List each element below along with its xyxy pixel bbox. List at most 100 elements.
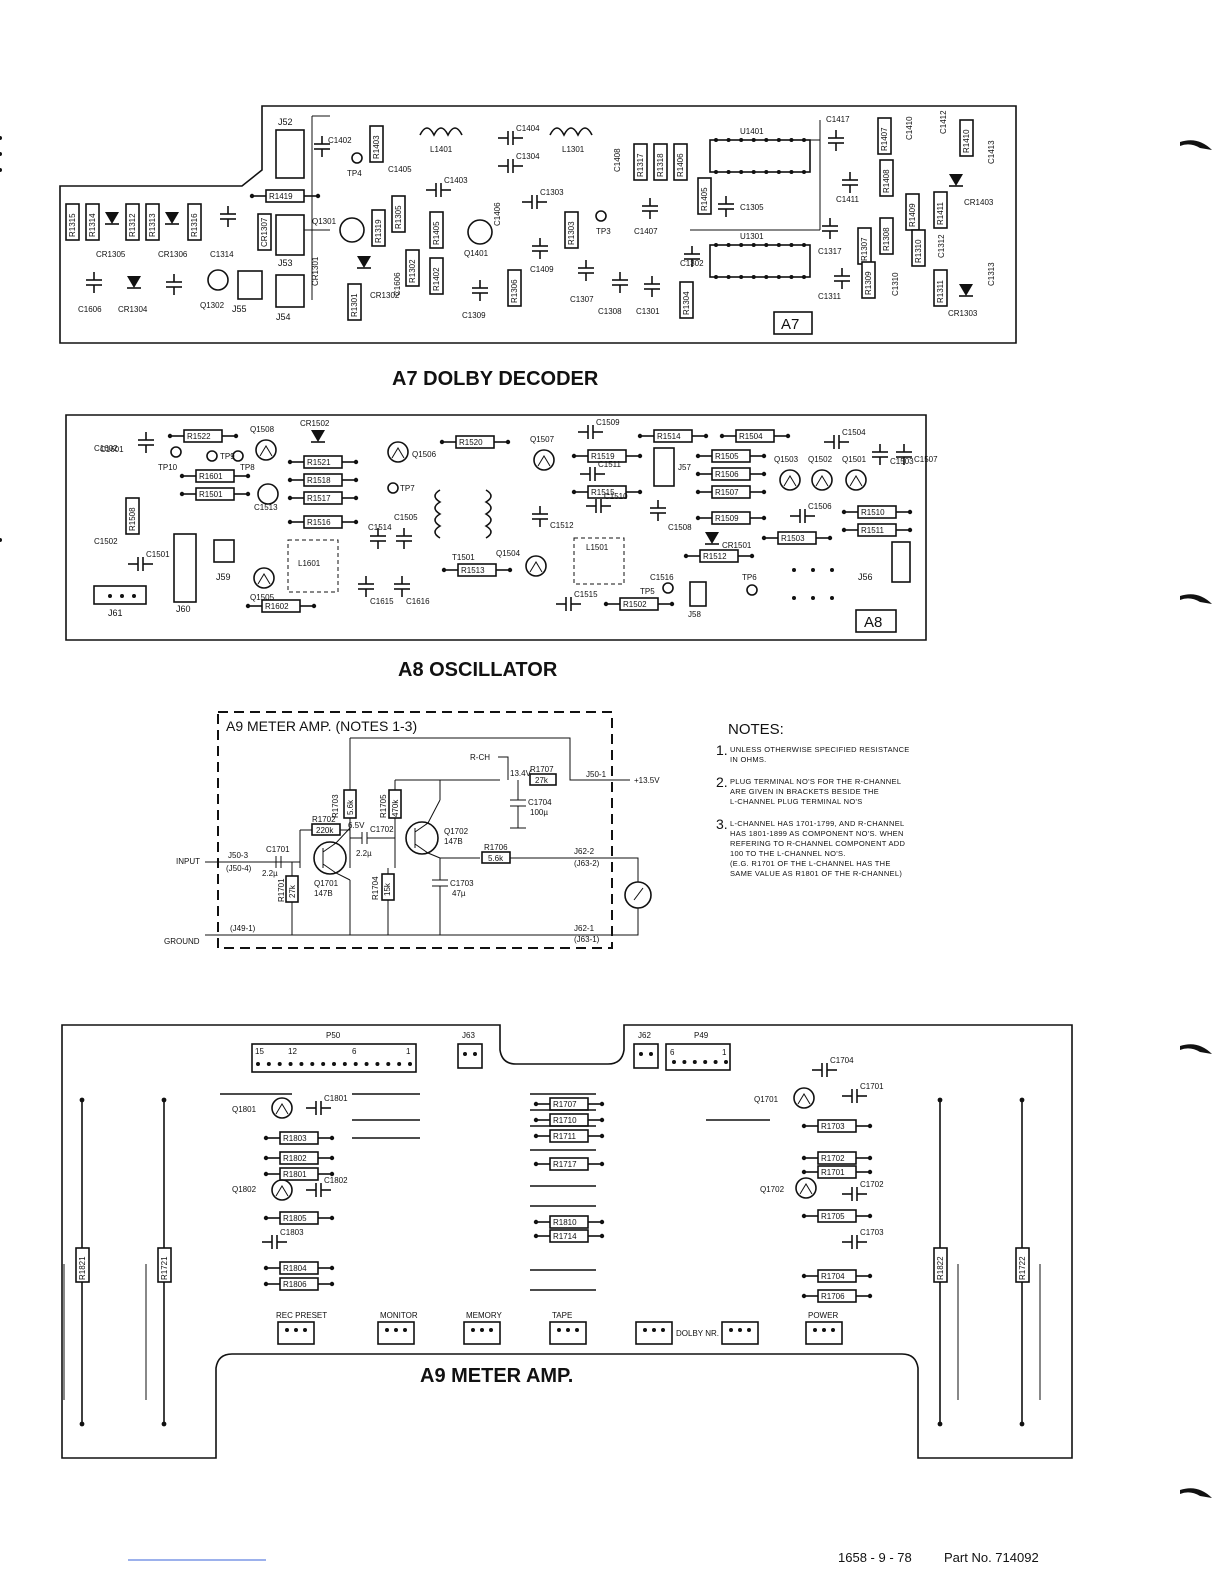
a8-c1511-label: C1511 (598, 460, 622, 469)
a7-c1410-label: C1410 (905, 116, 914, 140)
j58-connector (689, 581, 707, 607)
a8-r1511-resistor (857, 523, 897, 537)
a8-r1522-resistor (183, 429, 223, 443)
c1701-label: C1701 (266, 845, 290, 854)
a8-cr1502-diode (311, 430, 325, 442)
switch-tape[interactable] (549, 1321, 587, 1345)
note-line: HAS 1801-1899 AS COMPONENT NO'S. WHEN (730, 829, 904, 838)
a9-parts-group: R1803R1802R1801R1805R1804R1806Q1801Q1802… (63, 1052, 1041, 1427)
a9-right-r1701-resistor (817, 1165, 857, 1179)
a7-r1311-resistor (933, 269, 948, 307)
a7-r1406-label: R1406 (676, 153, 685, 177)
pot-r1822[interactable] (933, 1247, 948, 1283)
a7-r1309-label: R1309 (864, 271, 873, 295)
a9-q1802-label: Q1802 (232, 1185, 257, 1194)
r1707-label: R1707 (530, 765, 554, 774)
a9-c1802-label: C1802 (324, 1176, 348, 1185)
a8-r1510-resistor (857, 505, 897, 519)
j54-connector (275, 274, 305, 308)
a7-c1317-label: C1317 (818, 247, 842, 256)
q1301-label: Q1301 (312, 217, 337, 226)
a7-r1304-resistor (679, 281, 694, 319)
switch-power[interactable] (805, 1321, 843, 1345)
a7-cr1307-v-resistor (257, 213, 272, 251)
a7-r1303-label: R1303 (567, 221, 576, 245)
a8-q1503-transistor (779, 469, 801, 491)
a8-c1505-label: C1505 (394, 513, 418, 522)
a8-r1509-resistor (711, 511, 751, 525)
a8-r1601-resistor (195, 469, 235, 483)
a7-r1312-resistor (125, 203, 140, 241)
r1707-resistor (529, 773, 557, 786)
a8-q1507-transistor (533, 449, 555, 471)
a7-r1408-resistor (879, 159, 894, 197)
l1301-inductor (549, 127, 593, 137)
q1401-transistor (467, 219, 493, 245)
c1702-label: C1702 (370, 825, 394, 834)
a8-r1507-resistor (711, 485, 751, 499)
a8-q1507-label: Q1507 (530, 435, 555, 444)
note-line: PLUG TERMINAL NO'S FOR THE R-CHANNEL (730, 777, 901, 786)
switch-dolby-nr[interactable] (635, 1321, 673, 1345)
q1401-label: Q1401 (464, 249, 489, 258)
j50-1-label: J50-1 (586, 770, 607, 779)
r1703-value: 5.6k (346, 799, 355, 815)
a7-r1405-resistor (429, 211, 444, 249)
u1401-label: U1401 (740, 127, 764, 136)
j50-4-label: (J50-4) (226, 864, 252, 873)
j53-connector (275, 214, 305, 256)
a8-q1505-transistor (253, 567, 275, 589)
margin-mark (1180, 594, 1212, 604)
a9-schematic: A9 METER AMP. (NOTES 1-3) +13.5V J50-1 R… (164, 711, 660, 949)
a8-r1514-resistor (653, 429, 693, 443)
a8-board-tag (855, 609, 897, 633)
t1501-label: T1501 (452, 553, 475, 562)
a7-c1606-label: C1606 (393, 272, 402, 296)
l1301-label: L1301 (562, 145, 585, 154)
r1701-value: 27k (288, 884, 297, 898)
a8-c1509-label: C1509 (596, 418, 620, 427)
j63-label: J63 (462, 1031, 475, 1040)
a8-q1502-label: Q1502 (808, 455, 833, 464)
j59-label: J59 (216, 572, 231, 582)
j57-connector (653, 447, 675, 487)
switch-rec-preset[interactable] (277, 1321, 315, 1345)
pot-r1822-label: R1822 (936, 1256, 945, 1280)
switch-memory[interactable] (463, 1321, 501, 1345)
p50-pin6: 6 (352, 1047, 357, 1056)
a8-r1505-resistor (711, 449, 751, 463)
switch-dolby-nr-b[interactable] (721, 1321, 759, 1345)
a7-r1407-resistor (877, 117, 892, 155)
a8-r1503-resistor (777, 531, 817, 545)
j63-2-label: (J63-2) (574, 859, 600, 868)
a9-c1702-label: C1702 (860, 1180, 884, 1189)
a8-r1504-resistor (735, 429, 775, 443)
a7-cr1301-label: CR1301 (311, 256, 320, 286)
note-line: L-CHANNEL PLUG TERMINAL NO'S (730, 797, 863, 806)
a7-r1302-resistor (405, 249, 420, 287)
switch-monitor[interactable] (377, 1321, 415, 1345)
a8-r1508-label: R1508 (128, 507, 137, 531)
notes-heading: NOTES: (728, 721, 784, 738)
pot-r1721[interactable] (157, 1247, 172, 1283)
a7-r1319-label: R1319 (374, 219, 383, 243)
a9-r1805-resistor (279, 1211, 319, 1225)
note-line: L-CHANNEL HAS 1701-1799, AND R-CHANNEL (730, 819, 905, 828)
pot-r1722[interactable] (1015, 1247, 1030, 1283)
a9-r1804-label: R1804 (283, 1264, 307, 1273)
a8-c1616-label: C1616 (406, 597, 430, 606)
a8-r1518-label: R1518 (307, 476, 331, 485)
a7-r1303-resistor (564, 211, 579, 249)
pot-r1821[interactable] (75, 1247, 90, 1283)
a7-cr1305-diode (105, 212, 119, 224)
a9-q1702-transistor (795, 1177, 817, 1199)
a8-r1509-label: R1509 (715, 514, 739, 523)
a9-mid-r1711-label: R1711 (553, 1132, 577, 1141)
ground-label: GROUND (164, 937, 200, 946)
v1-label: 13.4V (510, 769, 532, 778)
a8-q1506-label: Q1506 (412, 450, 437, 459)
a8-r1505-label: R1505 (715, 452, 739, 461)
a9-r1802-label: R1802 (283, 1154, 307, 1163)
a8-q1506-transistor (387, 441, 409, 463)
a7-r1315-label: R1315 (68, 213, 77, 237)
